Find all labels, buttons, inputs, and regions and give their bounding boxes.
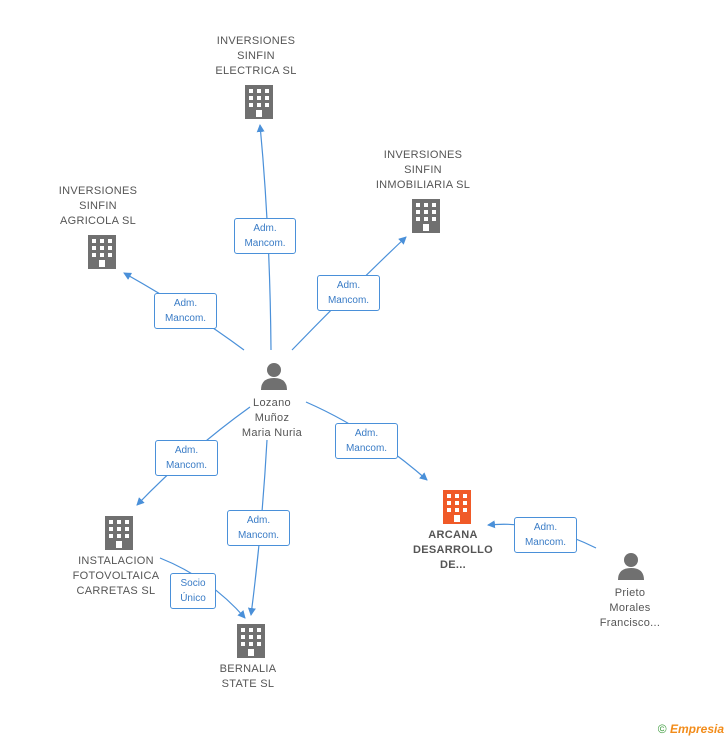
node-label-arcana[interactable]: ARCANA DESARROLLO DE... <box>413 529 493 571</box>
node-label-lozano[interactable]: Lozano Muñoz Maria Nuria <box>241 397 303 439</box>
building-icon-inmobiliaria <box>412 199 440 233</box>
brand-name: Empresia <box>669 722 724 736</box>
node-label-electrica[interactable]: INVERSIONES SINFIN ELECTRICA SL <box>215 35 297 77</box>
node-label-bernalia[interactable]: BERNALIA STATE SL <box>219 663 277 690</box>
edge-label-instalacion[interactable]: Adm.Mancom. <box>155 440 218 476</box>
building-icon-electrica <box>245 85 273 119</box>
edge-label-arcana[interactable]: Adm.Mancom. <box>335 423 398 459</box>
edge-label-bernalia[interactable]: Adm.Mancom. <box>227 510 290 546</box>
person-icon-prieto <box>618 553 644 580</box>
node-label-prieto[interactable]: Prieto Morales Francisco... <box>599 587 661 629</box>
empresia-logo[interactable]: © Empresia <box>658 722 724 736</box>
building-icon-instalacion <box>105 516 133 550</box>
building-icon-bernalia <box>237 624 265 658</box>
edge-label-inmobiliaria[interactable]: Adm.Mancom. <box>317 275 380 311</box>
node-label-instalacion[interactable]: INSTALACION FOTOVOLTAICA CARRETAS SL <box>72 555 160 597</box>
building-icon-arcana <box>443 490 471 524</box>
node-label-inmobiliaria[interactable]: INVERSIONES SINFIN INMOBILIARIA SL <box>375 149 471 191</box>
copyright-icon: © <box>657 722 667 736</box>
building-icon-agricola <box>88 235 116 269</box>
edge-label-agricola[interactable]: Adm.Mancom. <box>154 293 217 329</box>
node-label-agricola[interactable]: INVERSIONES SINFIN AGRICOLA SL <box>58 185 138 227</box>
person-icon-lozano <box>261 363 287 390</box>
edge-label-electrica[interactable]: Adm.Mancom. <box>234 218 296 254</box>
edge-label-prieto[interactable]: Adm.Mancom. <box>514 517 577 553</box>
